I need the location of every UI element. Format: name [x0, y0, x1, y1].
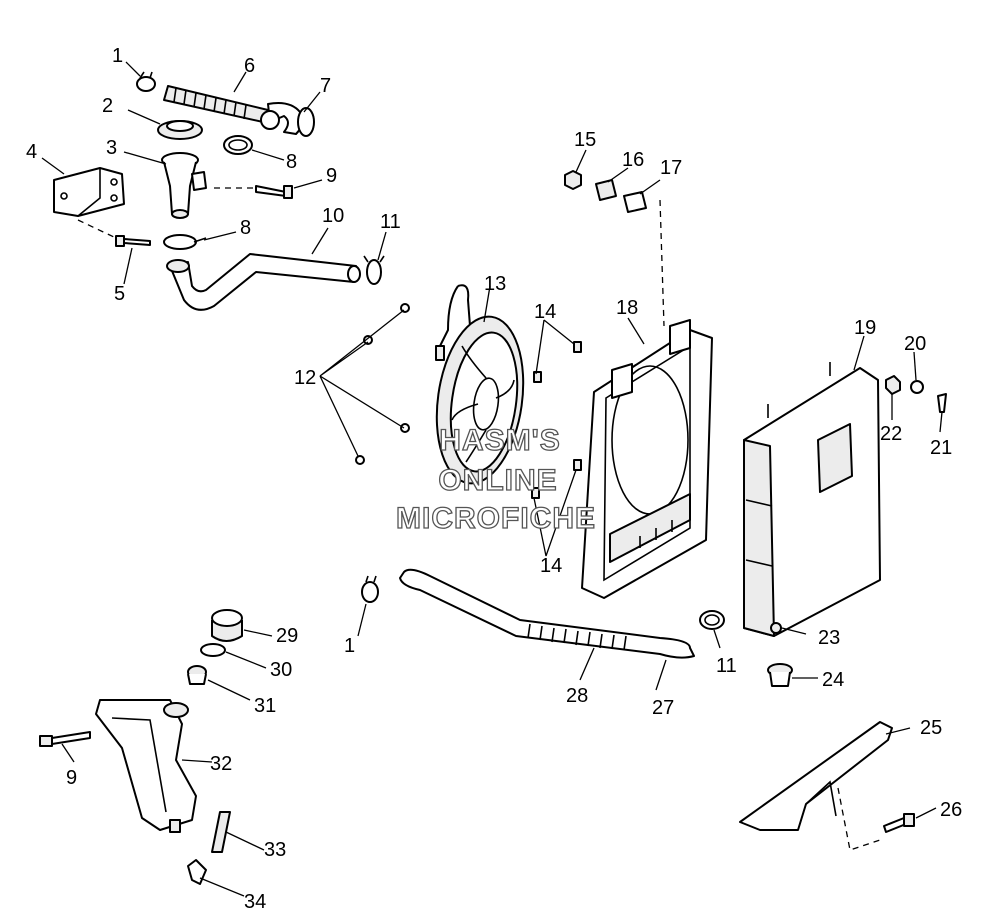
- callout-31: 31: [254, 695, 276, 717]
- callout-19: 19: [854, 317, 876, 339]
- callout-6: 6: [244, 55, 255, 77]
- callout-1-lower: 1: [344, 635, 355, 657]
- part-21-screw: [937, 393, 947, 413]
- callout-3: 3: [106, 137, 117, 159]
- callout-33: 33: [264, 839, 286, 861]
- callout-25: 25: [920, 717, 942, 739]
- part-22-nut: [885, 375, 901, 395]
- callout-11-lower: 11: [716, 655, 737, 677]
- callout-15: 15: [574, 129, 596, 151]
- part-19-radiator: [743, 362, 881, 637]
- watermark-line-1: HASM'S: [439, 424, 560, 457]
- part-13-cooling-fan: [435, 284, 525, 485]
- part-24-rubber-mount: [767, 663, 793, 687]
- part-9-screw-lower: [39, 731, 91, 747]
- part-14-clips-upper: [533, 341, 582, 383]
- callout-28: 28: [566, 685, 588, 707]
- callout-9-lower: 9: [66, 767, 77, 789]
- part-29-reservoir-cap: [211, 609, 243, 642]
- callout-26: 26: [940, 799, 962, 821]
- callout-labels: 1 6 7 2 3 4 8 9 10 11 8 5 13 14 12 15 16…: [26, 45, 962, 913]
- part-4-bracket: [53, 167, 125, 217]
- callout-5: 5: [114, 283, 125, 305]
- part-14-clips-lower: [531, 459, 582, 499]
- callout-32: 32: [210, 753, 232, 775]
- part-10-upper-hose: [166, 253, 361, 311]
- part-12-grommets: [355, 303, 410, 465]
- part-33-overflow-hose: [211, 811, 231, 853]
- part-18-fan-shroud: [581, 319, 713, 599]
- part-1-clamp-top: [136, 71, 156, 92]
- callout-18: 18: [616, 297, 638, 319]
- callout-29: 29: [276, 625, 298, 647]
- part-26-bolt: [883, 813, 915, 833]
- part-23-drain-plug: [770, 622, 782, 634]
- part-34-clamp: [187, 859, 207, 885]
- part-8-clamp-upper: [223, 135, 253, 155]
- part-30-gasket: [200, 643, 226, 657]
- part-15-nut: [564, 170, 582, 190]
- callout-2: 2: [102, 95, 113, 117]
- callout-10: 10: [322, 205, 344, 227]
- callout-27: 27: [652, 697, 674, 719]
- part-20-washer: [910, 380, 924, 394]
- part-1-clamp-lower: [361, 575, 379, 603]
- callout-14-lower: 14: [540, 555, 562, 577]
- callout-23: 23: [818, 627, 840, 649]
- callout-16: 16: [622, 149, 644, 171]
- part-32-reservoir: [95, 699, 197, 833]
- part-3-filler-neck: [161, 152, 207, 219]
- part-25-mount-bracket: [739, 721, 893, 831]
- callout-11-upper: 11: [380, 211, 401, 233]
- watermark-line-3: MICROFICHE: [396, 502, 596, 535]
- mount-line: [659, 199, 665, 327]
- callout-8-upper: 8: [286, 151, 297, 173]
- leader-lines: [41, 61, 943, 897]
- part-2-radiator-cap: [157, 120, 203, 140]
- watermark-line-2: ONLINE: [438, 464, 557, 497]
- callout-14-upper: 14: [534, 301, 556, 323]
- part-11-clamp-lower: [699, 610, 725, 630]
- callout-7: 7: [320, 75, 331, 97]
- part-9-screw-upper: [214, 185, 293, 199]
- callout-22: 22: [880, 423, 902, 445]
- part-5-bolt: [77, 219, 151, 247]
- callout-20: 20: [904, 333, 926, 355]
- callout-8-lower: 8: [240, 217, 251, 239]
- callout-13: 13: [484, 273, 506, 295]
- callout-4: 4: [26, 141, 37, 163]
- callout-9-upper: 9: [326, 165, 337, 187]
- callout-34: 34: [244, 891, 266, 913]
- callout-17: 17: [660, 157, 682, 179]
- watermark: HASM'S ONLINE MICROFICHE: [395, 423, 596, 535]
- part-8-clamp-lower: [163, 234, 207, 250]
- callout-21: 21: [930, 437, 952, 459]
- callout-1: 1: [112, 45, 123, 67]
- callout-24: 24: [822, 669, 844, 691]
- bracket-mount-line: [837, 787, 881, 851]
- part-16-spacer: [595, 179, 617, 201]
- part-11-clamp-upper: [363, 255, 385, 285]
- part-17-bushing: [623, 191, 647, 213]
- part-7-elbow-fitting: [260, 102, 315, 137]
- part-27-lower-hose: [399, 568, 695, 659]
- callout-12: 12: [294, 367, 316, 389]
- callout-30: 30: [270, 659, 292, 681]
- part-31-neck: [187, 665, 207, 685]
- part-6-vent-hose: [163, 85, 273, 125]
